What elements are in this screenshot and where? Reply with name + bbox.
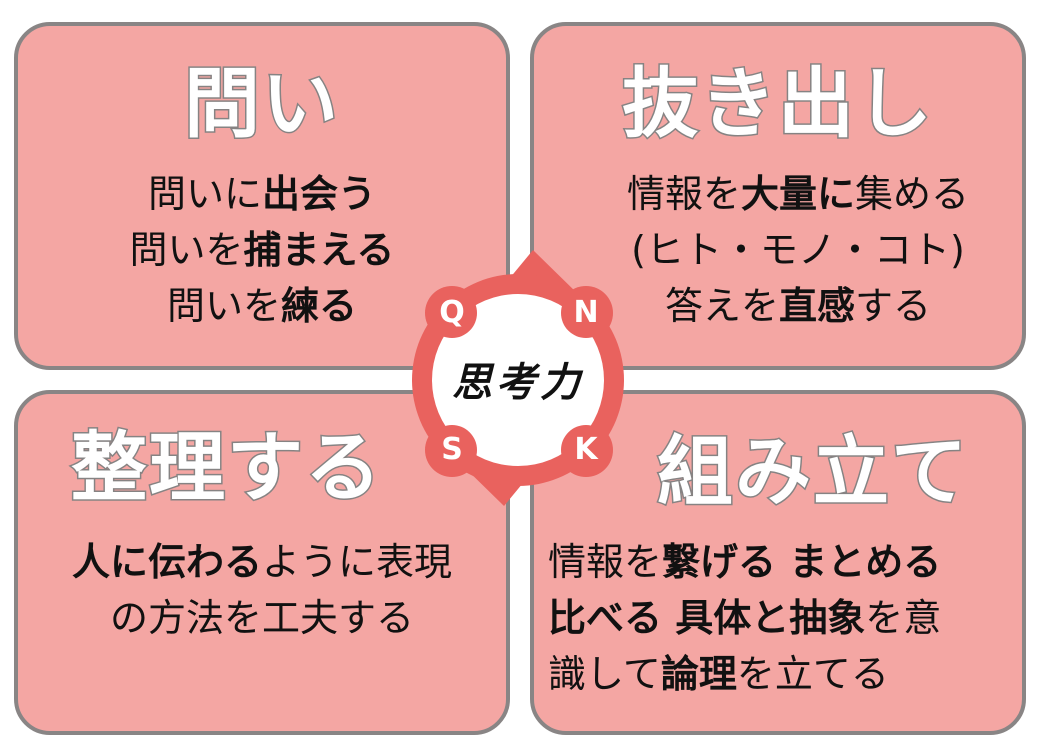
text-run: を立てる <box>736 652 889 696</box>
quadrant-title: 抜き出し <box>621 59 934 148</box>
text-run: 集める <box>855 172 970 216</box>
text-run: する <box>855 284 932 328</box>
text-line: 人に伝わるように表現 <box>18 534 506 590</box>
text-run-bold: 大量に <box>740 172 855 216</box>
quadrant-title: 問い <box>183 59 340 148</box>
quadrant-title: 組み立て <box>656 427 969 516</box>
text-run: の方法を工夫する <box>109 596 414 640</box>
text-line: 問いを練る <box>18 278 506 334</box>
text-run-bold: 出会う <box>262 172 377 216</box>
text-line: 問いを捕まえる <box>18 222 506 278</box>
text-run: を意 <box>865 596 942 640</box>
text-line: 比べる 具体と抽象を意 <box>548 590 941 646</box>
text-line: 情報を大量に集める <box>574 166 1022 222</box>
quadrant-kumitate: 組み立て 情報を繋げる まとめる 比べる 具体と抽象を意 識して論理を立てる <box>530 390 1026 735</box>
quadrant-seiri: 整理する 人に伝わるように表現 の方法を工夫する <box>14 390 510 735</box>
quadrant-body: 問いに出会う 問いを捕まえる 問いを練る <box>18 166 506 334</box>
text-line: 情報を繋げる まとめる <box>548 534 941 590</box>
text-run: 問いに <box>147 172 262 216</box>
text-run-bold: 捕まえる <box>243 228 395 272</box>
text-run-bold: 繋げる まとめる <box>662 540 942 584</box>
text-run: 答えを <box>664 284 779 328</box>
text-run: 情報を <box>626 172 741 216</box>
text-line: 問いに出会う <box>18 166 506 222</box>
text-run-bold: 練る <box>281 284 358 328</box>
text-run-bold: 直感 <box>778 284 855 328</box>
quadrant-toi: 問い 問いに出会う 問いを捕まえる 問いを練る <box>14 22 510 370</box>
text-run-bold: 人に伝わる <box>71 540 262 584</box>
quadrant-nukidashi: 抜き出し 情報を大量に集める (ヒト・モノ・コト) 答えを直感する <box>530 22 1026 370</box>
text-line: の方法を工夫する <box>18 590 506 646</box>
text-line: 識して論理を立てる <box>548 646 941 702</box>
quadrant-body: 情報を繋げる まとめる 比べる 具体と抽象を意 識して論理を立てる <box>548 534 941 702</box>
text-run: 問いを <box>166 284 281 328</box>
text-line: 答えを直感する <box>574 278 1022 334</box>
text-run: ように表現 <box>262 540 453 584</box>
text-run: (ヒト・モノ・コト) <box>631 228 965 272</box>
text-run: 識して <box>548 652 661 696</box>
text-run-bold: 論理 <box>660 652 737 696</box>
text-run: 情報を <box>548 540 663 584</box>
quadrant-body: 情報を大量に集める (ヒト・モノ・コト) 答えを直感する <box>574 166 1022 334</box>
quadrant-title: 整理する <box>70 423 383 512</box>
text-line: (ヒト・モノ・コト) <box>574 222 1022 278</box>
quadrant-body: 人に伝わるように表現 の方法を工夫する <box>18 534 506 646</box>
text-run-bold: 比べる 具体と抽象 <box>548 596 866 640</box>
text-run: 問いを <box>129 228 244 272</box>
